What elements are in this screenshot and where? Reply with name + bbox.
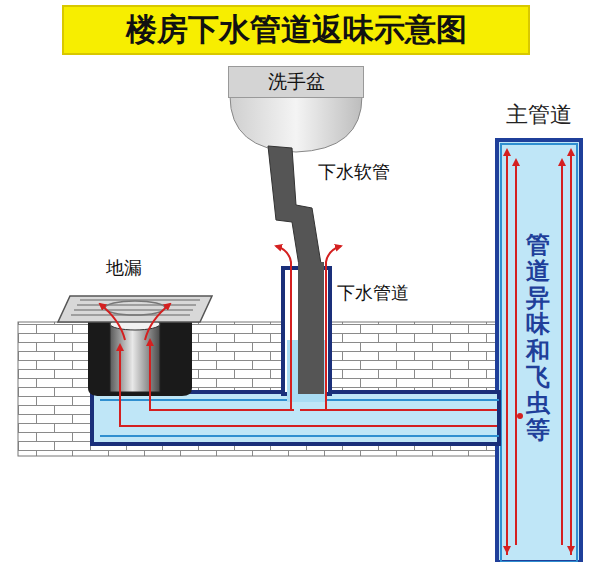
title-banner: 楼房下水管道返味示意图 [62,5,530,55]
floor-drain-label: 地漏 [106,256,142,280]
main-pipe: 主管道管道异味和飞虫等 [497,140,581,562]
title-text: 楼房下水管道返味示意图 [126,9,467,51]
hose-label: 下水软管 [318,160,390,184]
basin-box: 洗手盆 [228,66,364,98]
pipe-heading: 主管道 [497,100,581,130]
drain-pipe-label: 下水管道 [337,281,409,305]
pipe-vertical-text: 管道异味和飞虫等 [526,232,550,443]
basin-label: 洗手盆 [268,69,325,95]
